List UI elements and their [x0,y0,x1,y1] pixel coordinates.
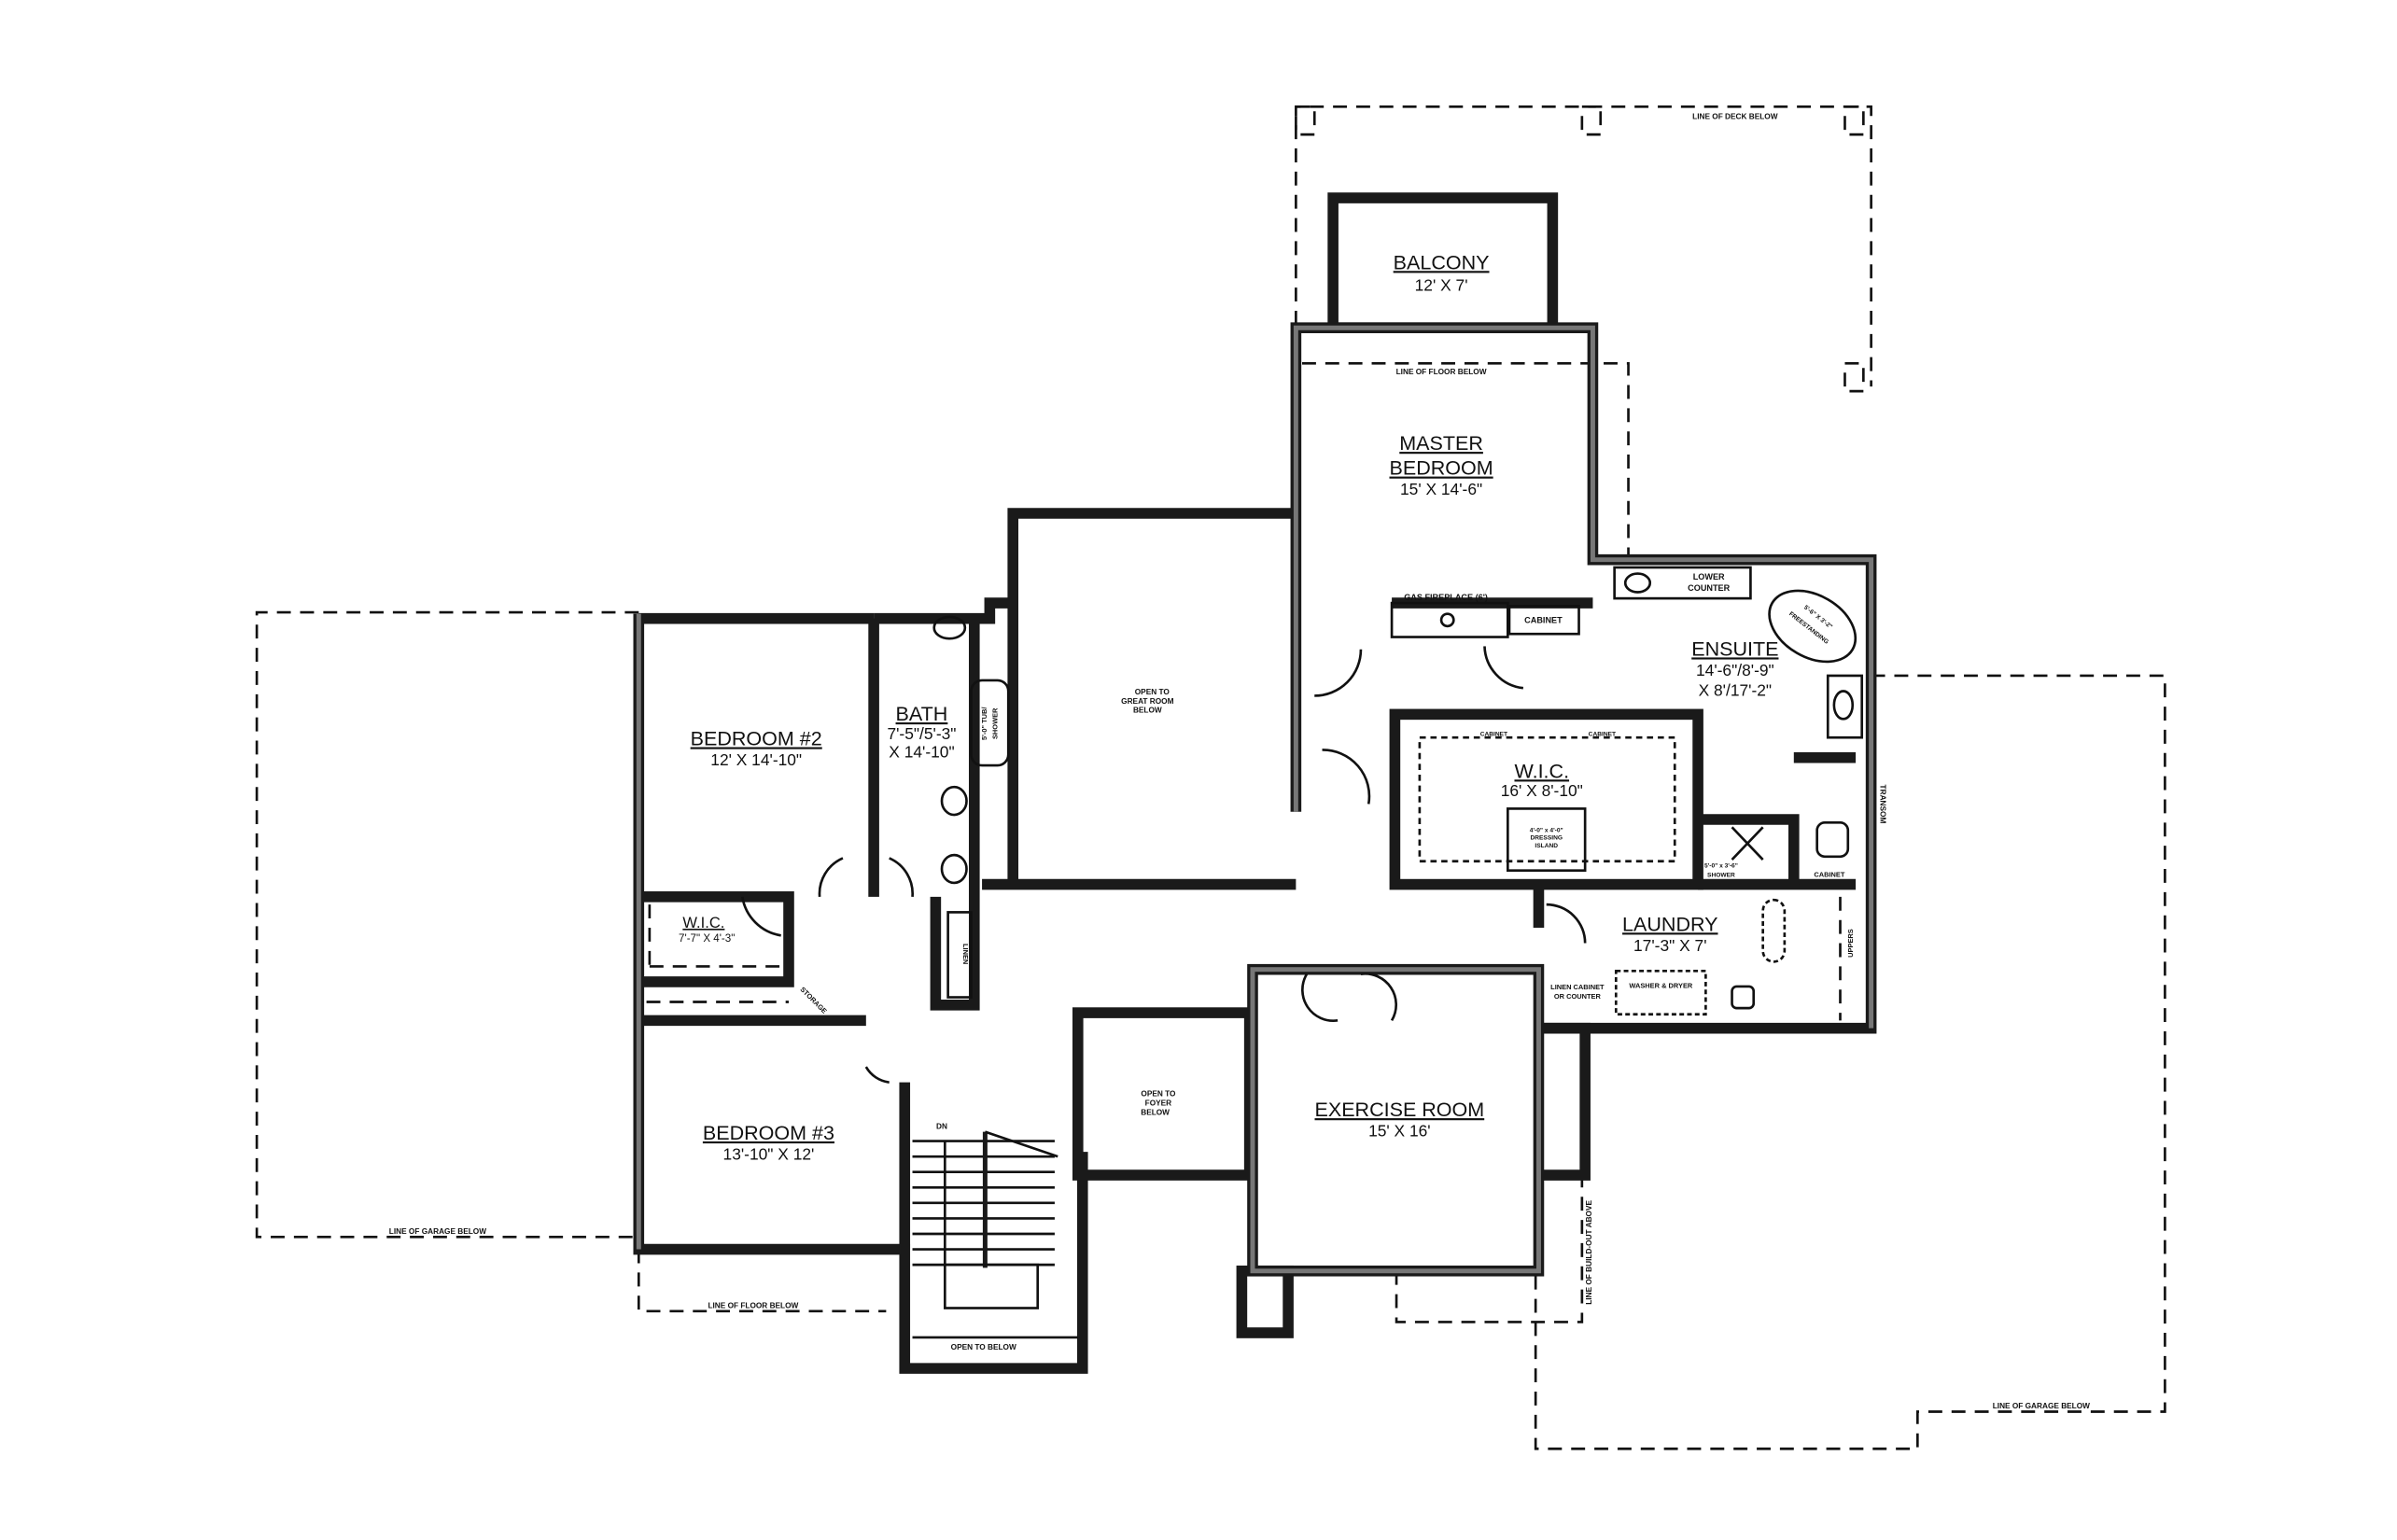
storage-label: STORAGE [798,986,828,1015]
toilet [932,615,967,640]
laundry-label: LAUNDRY [1622,913,1717,935]
fixtures [646,566,1864,1339]
great-room-note-1: OPEN TO [1135,688,1170,696]
linen-cabinet-label-2: OR COUNTER [1554,992,1602,1001]
master-label-2: BEDROOM [1390,457,1493,480]
bath-dims-1: 7'-5"/5'-3" [887,724,956,743]
master-label-1: MASTER [1399,432,1483,455]
great-room-note-2: GREAT ROOM [1121,697,1173,706]
laundry-dims: 17'-3" X 7' [1633,936,1707,955]
inner-wall-fill [636,325,1874,1274]
stairs-down-label: DN [936,1122,947,1130]
ensuite-cabinet: CABINET [1814,870,1845,878]
linen-cabinet-label-1: LINEN CABINET [1550,983,1605,991]
shower-label: SHOWER [1707,872,1735,878]
lower-counter-label-2: COUNTER [1688,583,1730,593]
floor-below-note-top: LINE OF FLOOR BELOW [1396,368,1487,376]
tub-shower-label-2: SHOWER [991,707,1000,739]
bedroom3-label: BEDROOM #3 [703,1122,834,1144]
floor-below-note-bottom: LINE OF FLOOR BELOW [708,1302,798,1310]
bath-dims-2: X 14'-10" [889,743,954,762]
island-size: 4'-0" x 4'-0" [1530,827,1563,833]
master-wic-dims: 16' X 8'-10" [1501,781,1583,800]
uppers-label: UPPERS [1846,929,1855,958]
wic2-label: W.I.C. [682,914,724,931]
tub-type-label: FREESTANDING [1787,610,1829,645]
bedroom3-dims: 13'-10" X 12' [723,1144,815,1163]
garage-note-right: LINE OF GARAGE BELOW [1993,1402,2090,1410]
freestanding-tub [1768,589,1857,664]
fireplace-label: GAS FIREPLACE (6') [1404,593,1488,602]
washer-dryer-label: WASHER & DRYER [1629,982,1693,990]
foyer-note-3: BELOW [1141,1108,1170,1116]
stairs [912,1130,1078,1339]
wic-cabinet-left: CABINET [1480,732,1507,738]
exercise-room-dims: 15' X 16' [1368,1122,1431,1141]
room-labels: BALCONY 12' X 7' MASTER BEDROOM 15' X 14… [679,251,1778,1163]
lower-counter-label-1: LOWER [1693,572,1725,581]
deck-note: LINE OF DECK BELOW [1692,113,1778,121]
foyer-note-2: FOYER [1145,1099,1172,1107]
island-label-2: ISLAND [1535,843,1558,849]
dashed-lines [255,105,2166,1450]
foyer-note-1: OPEN TO [1141,1090,1176,1099]
ensuite-dims-1: 14'-6"/8'-9" [1696,661,1774,679]
garage-note-left: LINE OF GARAGE BELOW [389,1227,486,1236]
open-below-note: OPEN TO BELOW [951,1343,1016,1351]
buildout-note: LINE OF BUILD-OUT ABOVE [1585,1200,1593,1305]
master-dims: 15' X 14'-6" [1400,480,1482,498]
balcony-label: BALCONY [1394,251,1490,273]
bedroom2-label: BEDROOM #2 [691,727,822,749]
bedroom2-dims: 12' X 14'-10" [710,750,802,769]
transom-note: TRANSOM [1879,785,1887,824]
cabinet-label: CABINET [1524,616,1563,625]
master-wic-label: W.I.C. [1514,760,1569,782]
wic-cabinet-right: CABINET [1589,732,1616,738]
exercise-room-label: EXERCISE ROOM [1315,1099,1485,1121]
plan-notes: LINE OF DECK BELOW LINE OF FLOOR BELOW L… [389,113,2090,1411]
tub-shower-label-1: 5'-0" TUB/ [980,707,988,740]
ensuite-dims-2: X 8'/17'-2" [1699,680,1773,699]
island-label-1: DRESSING [1530,835,1563,842]
great-room-note-3: BELOW [1133,707,1162,715]
ensuite-label: ENSUITE [1691,637,1778,660]
linen-label: LINEN [961,944,970,964]
balcony-dims: 12' X 7' [1415,275,1468,294]
bath-label: BATH [896,703,948,725]
wic2-dims: 7'-7" X 4'-3" [679,933,735,945]
shower-size: 5'-0" x 3'-6" [1704,862,1738,869]
